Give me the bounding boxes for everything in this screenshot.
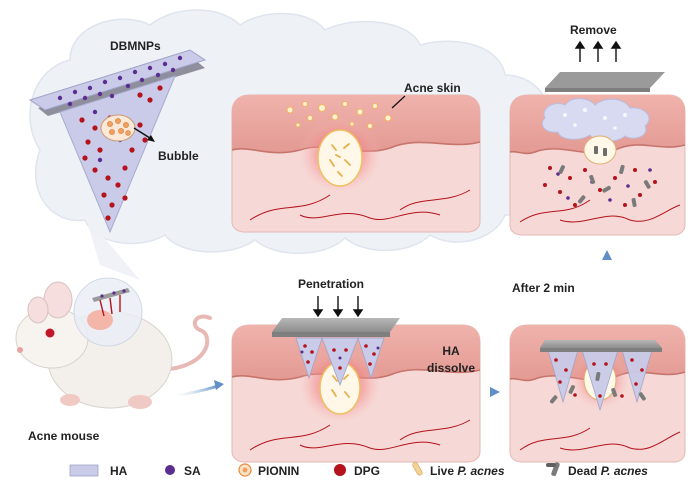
ha-dissolve-label-line2: dissolve <box>427 361 475 375</box>
flow-arrow-mouse-to-penetration <box>169 380 224 398</box>
dpg-dot-icon <box>334 464 346 476</box>
penetration-arrows <box>312 296 364 318</box>
ha-patch-icon <box>69 464 99 477</box>
sa-dot-icon <box>165 465 175 475</box>
legend-item-pionin: PIONIN <box>238 463 299 478</box>
dbmnps-label: DBMNPs <box>110 39 161 53</box>
removed-patch <box>545 72 665 92</box>
skin-block-penetration <box>231 318 481 463</box>
remove-label: Remove <box>570 23 617 37</box>
flow-arrow-dissolve-to-remove <box>602 250 612 286</box>
legend: HA SA PIONIN DPG Live P. acnes Dead <box>69 461 648 478</box>
legend-item-dead-p-acnes: Dead P. acnes <box>546 462 648 478</box>
ha-dissolve-label-line1: HA <box>442 344 460 358</box>
bubble-label: Bubble <box>158 149 199 163</box>
dead-bacteria-icon <box>546 462 560 477</box>
dbmnps-microneedle <box>28 49 207 234</box>
svg-text:PIONIN: PIONIN <box>258 464 299 478</box>
acne-mouse-label: Acne mouse <box>28 429 100 443</box>
svg-text:Live P. acnes: Live P. acnes <box>430 464 505 478</box>
svg-text:DPG: DPG <box>354 464 380 478</box>
acne-mouse-illustration <box>15 277 212 409</box>
legend-item-ha: HA <box>69 464 128 478</box>
svg-text:HA: HA <box>110 464 128 478</box>
legend-item-live-p-acnes: Live P. acnes <box>412 461 505 478</box>
skin-block-remove <box>509 94 686 236</box>
legend-item-dpg: DPG <box>334 464 380 478</box>
remove-arrows <box>574 40 622 62</box>
penetration-label: Penetration <box>298 277 364 291</box>
acne-skin-pointer <box>391 95 406 109</box>
svg-text:Dead P. acnes: Dead P. acnes <box>568 464 648 478</box>
pionin-icon <box>238 463 252 477</box>
acne-skin-label: Acne skin <box>404 81 461 95</box>
skin-block-dissolved <box>509 324 686 463</box>
flow-arrow-penetration-to-dissolve <box>445 387 500 397</box>
live-bacteria-icon <box>412 461 423 476</box>
skin-block-acne <box>231 94 481 233</box>
after-2-min-label: After 2 min <box>512 281 575 295</box>
legend-item-sa: SA <box>165 464 201 478</box>
svg-text:SA: SA <box>184 464 201 478</box>
